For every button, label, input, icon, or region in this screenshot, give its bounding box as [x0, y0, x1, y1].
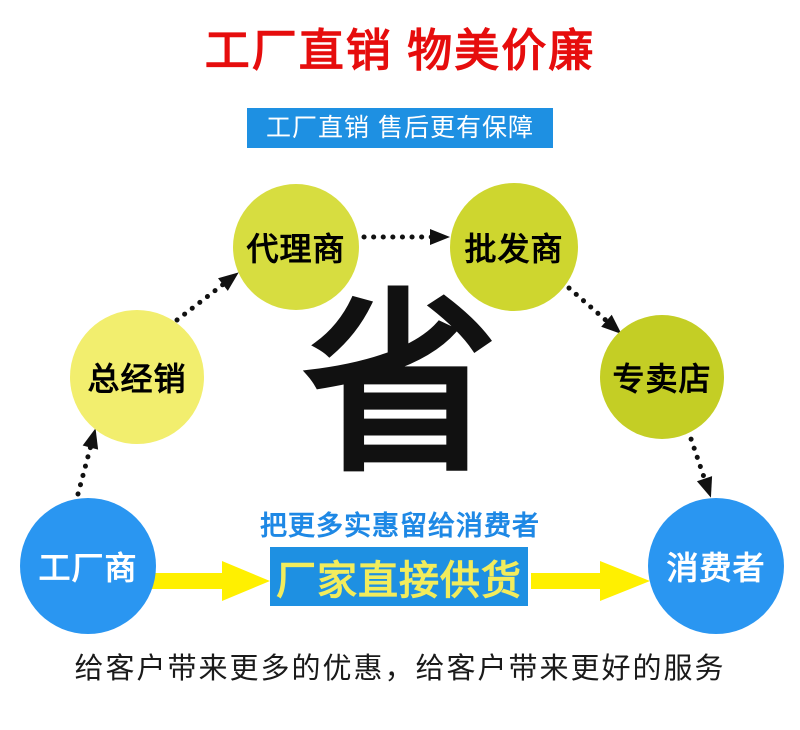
node-consumer: 消费者: [648, 498, 784, 634]
yellow-arrow-factory-to-box: [150, 561, 270, 601]
guarantee-banner-text: 工厂直销 售后更有保障: [266, 114, 534, 142]
footer-text: 给客户带来更多的优惠，给客户带来更好的服务: [74, 653, 726, 685]
dotted-arrow-wholesaler-to-store: [566, 285, 622, 334]
dotted-arrow-factory-to-distributor: [75, 428, 99, 497]
direct-supply-box-label: 厂家直接供货: [276, 558, 522, 603]
node-factory: 工厂商: [20, 498, 156, 634]
node-general-distributor: 总经销: [70, 310, 204, 444]
main-title: 工厂直销 物美价廉: [204, 25, 596, 76]
node-agent: 代理商: [233, 184, 359, 310]
node-exclusive-store: 专卖店: [600, 315, 724, 439]
direct-supply-box: 厂家直接供货: [270, 547, 528, 606]
dotted-arrow-store-to-consumer: [685, 427, 713, 498]
yellow-arrow-box-to-consumer: [531, 561, 650, 601]
consumer-benefit-tagline: 把更多实惠留给消费者: [260, 511, 540, 541]
save-character: 省: [301, 276, 499, 495]
guarantee-banner: 工厂直销 售后更有保障: [247, 108, 553, 148]
node-wholesaler: 批发商: [450, 183, 578, 311]
dotted-arrow-distributor-to-agent: [174, 272, 239, 323]
